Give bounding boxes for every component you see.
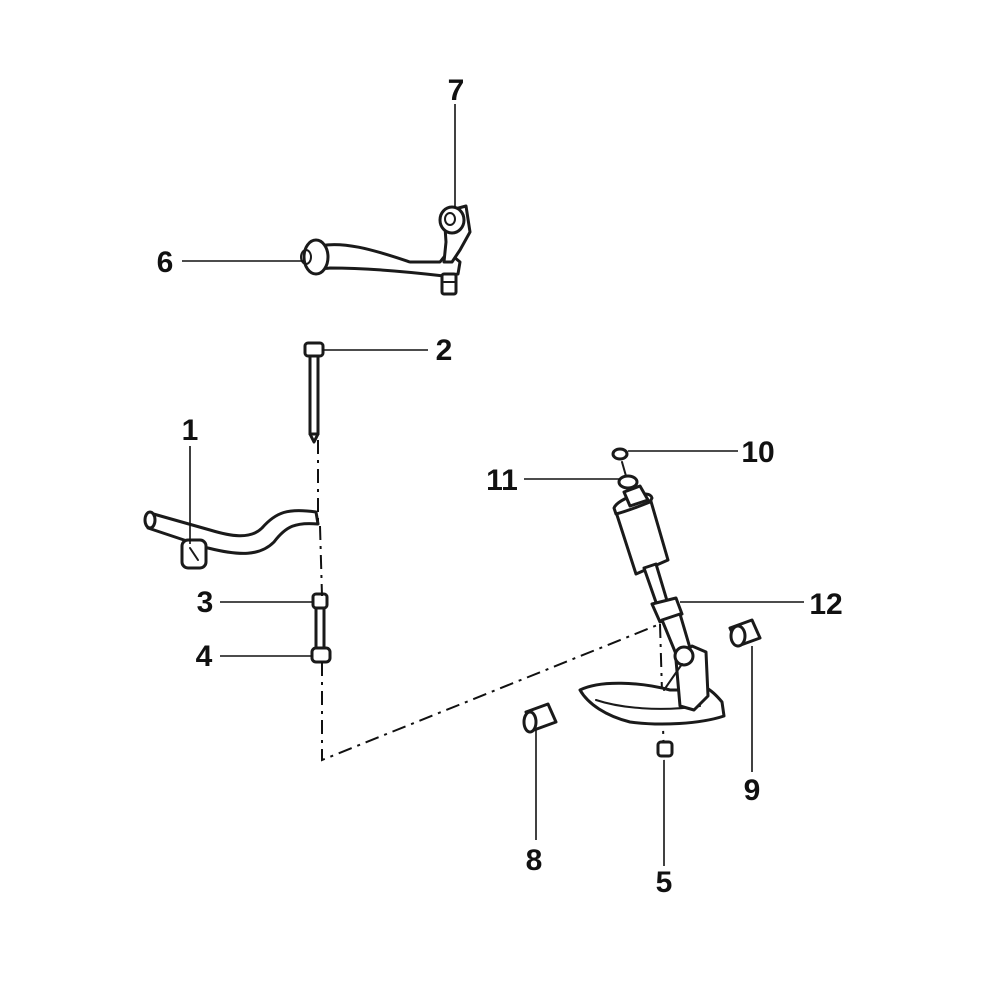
callout-7: 7 xyxy=(448,74,465,107)
shock-washer xyxy=(617,474,639,490)
link-sleeve xyxy=(311,592,329,652)
callout-11: 11 xyxy=(486,464,518,497)
lower-arm-bushing-front xyxy=(522,702,558,734)
lower-arm-bushing-rear xyxy=(728,618,762,648)
callout-3: 3 xyxy=(197,586,214,619)
callout-2: 2 xyxy=(436,334,453,367)
callout-6: 6 xyxy=(157,246,174,279)
link-nut xyxy=(310,646,332,664)
stabilizer-link-bolt xyxy=(303,341,325,444)
shock-nut xyxy=(611,447,629,461)
leader-lines xyxy=(182,104,804,866)
arm-bushing-rear xyxy=(438,205,466,235)
callout-1: 1 xyxy=(182,414,199,447)
arm-bushing-front xyxy=(302,238,330,276)
upper-control-arm xyxy=(300,204,472,296)
shock-absorber xyxy=(611,447,692,656)
assembly-path-line xyxy=(317,440,661,762)
stabilizer-bar xyxy=(143,509,320,570)
ball-joint-stud xyxy=(440,272,458,296)
callout-8: 8 xyxy=(526,844,543,877)
callout-9: 9 xyxy=(744,774,761,807)
callout-10: 10 xyxy=(741,436,774,469)
callout-12: 12 xyxy=(809,588,842,621)
callout-5: 5 xyxy=(656,866,673,899)
lower-control-arm xyxy=(578,644,726,726)
lower-ball-joint xyxy=(656,740,674,758)
callout-4: 4 xyxy=(196,640,213,673)
